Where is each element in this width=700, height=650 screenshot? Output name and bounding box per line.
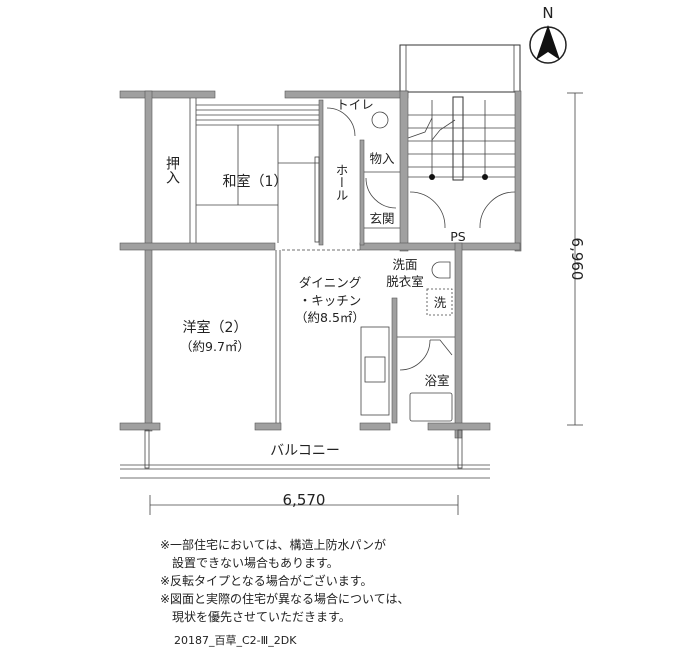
interior-lines xyxy=(189,98,455,423)
note-line: ※反転タイプとなる場合がございます。 xyxy=(160,574,373,588)
walls xyxy=(119,90,522,439)
room-monoire-label: 物入 xyxy=(369,151,395,166)
note-line: ※一部住宅においては、構造上防水パンが xyxy=(160,538,387,552)
room-genkan-label: 玄関 xyxy=(369,211,394,226)
width-dimension-label: 6,570 xyxy=(283,491,326,509)
north-label: N xyxy=(542,4,553,22)
ps-label: PS xyxy=(450,229,466,244)
dimension-width: 6,570 xyxy=(149,491,459,515)
room-toilet-label: トイレ xyxy=(336,97,374,112)
room-oshiire-label: 押入 xyxy=(164,156,180,184)
balcony xyxy=(120,429,490,479)
plan-code: 20187_百草_C2-Ⅲ_2DK xyxy=(174,634,297,647)
note-line: 設置できない場合もあります。 xyxy=(160,556,339,570)
depth-dimension-label: 6,960 xyxy=(568,238,586,281)
room-dk-label-1: ダイニング xyxy=(299,275,362,290)
note-line: 現状を優先させていただきます。 xyxy=(160,610,351,624)
balcony-label: バルコニー xyxy=(270,443,340,459)
room-dk-label-2: ・キッチン xyxy=(299,293,362,308)
room-washitsu-label: 和室（1） xyxy=(223,173,288,190)
room-yoshitsu-label: 洋室（2） xyxy=(183,319,248,336)
room-datsuishitsu-label: 脱衣室 xyxy=(386,274,424,289)
room-hall-label: ホール xyxy=(334,163,349,201)
room-senmen-label: 洗面 xyxy=(392,257,417,272)
dimension-depth: 6,960 xyxy=(567,92,586,426)
room-dk-area: （約8.5㎡） xyxy=(295,310,365,325)
staircase xyxy=(399,44,521,229)
note-line: ※図面と実際の住宅が異なる場合については、 xyxy=(160,592,410,606)
room-bath-label: 浴室 xyxy=(424,373,449,388)
room-yoshitsu-area: （約9.7㎡） xyxy=(180,339,250,354)
washer-label: 洗 xyxy=(434,295,447,310)
north-arrow-icon: N xyxy=(529,4,567,64)
